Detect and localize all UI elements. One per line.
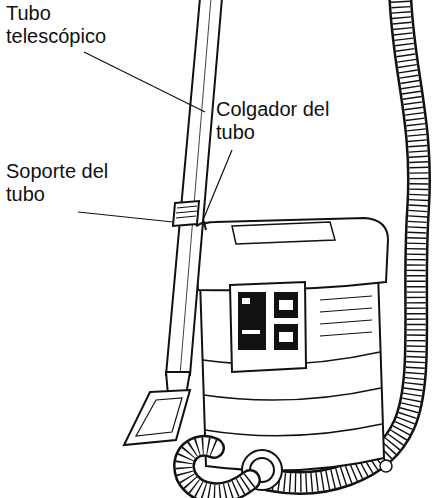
- part-label: Tubo telescópico: [6, 2, 131, 48]
- part-label: Soporte del tubo: [6, 160, 126, 206]
- part-label: Colgador del tubo: [216, 98, 351, 144]
